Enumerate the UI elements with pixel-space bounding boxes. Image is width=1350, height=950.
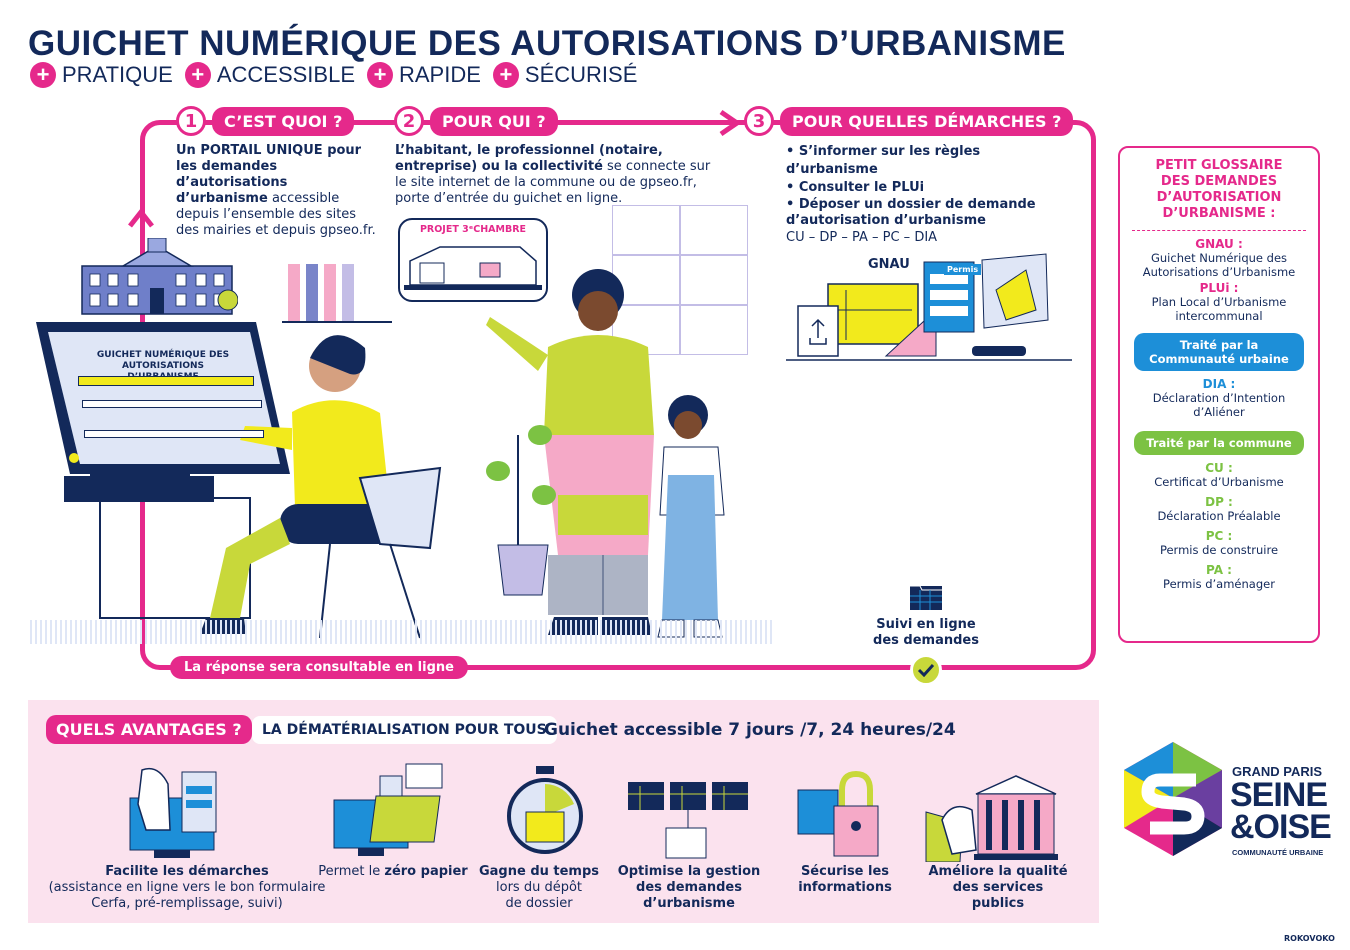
stopwatch-icon (507, 766, 583, 854)
logo-line-3: &OISE (1230, 808, 1332, 846)
step-number: 1 (176, 106, 206, 136)
plus-icon: + (367, 62, 393, 88)
glossary-definition: Plan Local d’Urbanisme intercommunal (1151, 295, 1287, 323)
step-number: 2 (394, 106, 424, 136)
tag-accessible: +ACCESSIBLE (184, 62, 355, 88)
logo-line-1: GRAND PARIS (1232, 764, 1323, 779)
glossary-definition: Certificat d’Urbanisme (1154, 475, 1284, 489)
padlock-icon (797, 770, 879, 857)
house-plan-icon (404, 246, 542, 290)
feature-tags: +PRATIQUE +ACCESSIBLE +RAPIDE +SÉCURISÉ (30, 62, 637, 88)
glossary-term: CU : (1205, 461, 1233, 475)
advantage-item: Facilite les démarches(assistance en lig… (48, 864, 326, 911)
speech-bubble: PROJET 3ᵉCHAMBRE (398, 218, 548, 302)
plus-icon: + (30, 62, 56, 88)
town-hall-illustration (81, 238, 238, 315)
chart-bars-decoration (282, 264, 392, 323)
logo-line-4: COMMUNAUTÉ URBAINE (1232, 848, 1324, 857)
gnau-documents-illustration (786, 253, 1072, 361)
public-building-icon (925, 775, 1058, 862)
glossary-panel: PETIT GLOSSAIRE DES DEMANDES D’AUTORISAT… (1118, 146, 1320, 643)
suivi-label: Suivi en ligne des demandes (873, 617, 979, 648)
step-3-list: • S’informer sur les règles d’urbanisme … (786, 143, 1056, 247)
step-label: POUR QUELLES DÉMARCHES ? (780, 106, 1074, 136)
gnau-label: GNAU (868, 257, 910, 272)
badge-commune: Traité par la commune (1134, 431, 1304, 455)
access-hours: Guichet accessible 7 jours /7, 24 heures… (544, 720, 956, 740)
step-label: C’EST QUOI ? (212, 106, 355, 136)
advantages-label: QUELS AVANTAGES ? (46, 715, 252, 744)
advantage-item: Améliore la qualité des services publics (928, 864, 1068, 911)
family-illustration (486, 269, 725, 638)
step-label: POUR QUI ? (430, 106, 558, 136)
glossary-definition: Déclaration d’Intention d’Aliéner (1152, 391, 1286, 419)
advantage-item: Permet le zéro papier (318, 864, 468, 879)
glossary-term: PA : (1206, 563, 1232, 577)
tag-rapide: +RAPIDE (367, 62, 481, 88)
folders-management-icon (628, 782, 748, 859)
advantages-subtitle: LA DÉMATÉRIALISATION POUR TOUS (252, 716, 557, 744)
list-item: • Déposer un dossier de demande d’autori… (786, 197, 1036, 228)
list-item: • S’informer sur les règles d’urbanisme (786, 144, 981, 177)
tag-securise: +SÉCURISÉ (492, 62, 637, 88)
screen-form-row (84, 430, 264, 438)
step-1-header: 1 C’EST QUOI ? (176, 106, 355, 136)
folder-grid-icon (910, 585, 942, 610)
plus-icon: + (492, 62, 519, 88)
hand-form-icon (129, 767, 217, 858)
glossary-definition: Déclaration Préalable (1157, 509, 1281, 523)
response-online-badge: La réponse sera consultable en ligne (170, 656, 468, 679)
advantages-section: QUELS AVANTAGES ? LA DÉMATÉRIALISATION P… (28, 700, 1099, 923)
glossary-term: PC : (1205, 529, 1233, 543)
glossary-term: GNAU : (1195, 237, 1243, 251)
bubble-label: PROJET 3ᵉCHAMBRE (419, 224, 527, 235)
badge-communaute-urbaine: Traité par la Communauté urbaine (1134, 333, 1304, 371)
glossary-title: PETIT GLOSSAIRE DES DEMANDES D’AUTORISAT… (1155, 158, 1283, 221)
step-number: 3 (744, 106, 774, 136)
glossary-definition: Guichet Numérique des Autorisations d’Ur… (1142, 251, 1296, 279)
credit: ROKOVOKO (1284, 934, 1335, 943)
glossary-definition: Permis d’aménager (1163, 577, 1275, 591)
advantage-item: Sécurise les informations (798, 864, 892, 895)
codes: CU – DP – PA – PC – DIA (786, 230, 938, 245)
check-icon (910, 654, 942, 686)
step-3-header: 3 POUR QUELLES DÉMARCHES ? (744, 106, 1074, 136)
advantage-item: Optimise la gestion des demandes d’urban… (617, 864, 761, 911)
arrow-up-icon (128, 207, 154, 228)
step-1-text: Un PORTAIL UNIQUE pour les demandes d’au… (176, 143, 376, 238)
glossary-term: DP : (1205, 495, 1233, 509)
permis-label: Permis (944, 264, 982, 275)
gpseo-logo (1124, 742, 1222, 856)
screen-form-row (82, 400, 262, 408)
arrow-right-icon (719, 109, 742, 137)
plus-icon: + (184, 62, 211, 88)
glossary-term: PLUi : (1199, 281, 1239, 295)
step-2-header: 2 POUR QUI ? (394, 106, 558, 136)
list-item: • Consulter le PLUi (786, 180, 925, 195)
step-2-text: L’habitant, le professionnel (notaire, e… (395, 143, 711, 206)
page-title: GUICHET NUMÉRIQUE DES AUTORISATIONS D’UR… (28, 24, 1066, 63)
ground-pattern (30, 620, 775, 644)
divider (1132, 230, 1306, 231)
zero-paper-icon (333, 763, 443, 856)
logo-line-2: SEINE (1230, 776, 1328, 814)
screen-search-bar (78, 376, 254, 386)
glossary-term: DIA : (1202, 377, 1236, 391)
glossary-definition: Permis de construire (1159, 543, 1279, 557)
tag-pratique: +PRATIQUE (30, 62, 173, 88)
window-grid (612, 205, 748, 355)
